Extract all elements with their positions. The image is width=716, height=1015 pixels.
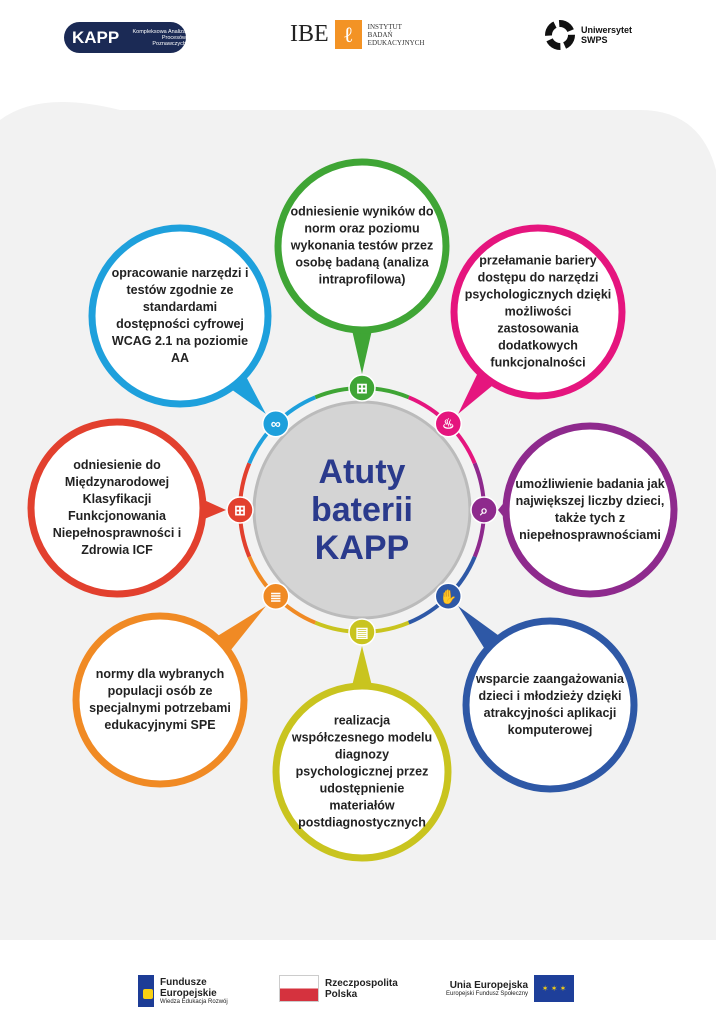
bubble-text: odniesienie wyników do norm oraz poziomu… — [290, 204, 434, 287]
bubble — [72, 612, 248, 788]
bubble — [272, 682, 452, 862]
bubble — [502, 422, 678, 598]
magnifier-icon — [470, 496, 498, 524]
bubble-pointer — [202, 499, 226, 520]
glasses-icon — [261, 409, 290, 438]
notepad-icon — [348, 618, 376, 646]
glasses-icon-glyph: ∞ — [271, 416, 281, 432]
magnifier-icon-glyph: ⌕ — [479, 502, 488, 518]
hands-icon — [434, 582, 463, 611]
notepad-icon-glyph: ▤ — [355, 624, 368, 640]
bubble-text: normy dla wybranych populacji osób ze sp… — [89, 667, 231, 732]
kapp-logo: KAPP Kompleksowa Analiza Procesów Poznaw… — [64, 22, 186, 53]
polish-flag-icon — [279, 975, 319, 1002]
bubble-text: wsparcie zaangażowania dzieci i młodzież… — [476, 672, 624, 737]
bubble-text: umożliwienie badania jak największej lic… — [515, 477, 665, 542]
hierarchy-icon — [226, 496, 254, 524]
brain-graphic — [254, 402, 470, 618]
bubble-text: przełamanie bariery dostępu do narzędzi … — [464, 253, 612, 370]
document-icon-glyph: ≣ — [270, 588, 282, 604]
diagram-title: Atuty baterii KAPP — [310, 453, 414, 567]
hierarchy-icon — [348, 374, 376, 402]
ibe-mark-icon: ℓ — [334, 20, 362, 49]
bubble-pointer — [216, 606, 266, 652]
hands-icon-glyph: ✋ — [440, 588, 457, 604]
bubble — [450, 224, 626, 400]
hierarchy-icon-glyph: ⊞ — [356, 380, 368, 396]
bubble-pointer — [458, 371, 495, 414]
bubble — [88, 224, 272, 408]
bubble-text: opracowanie narzędzi i testów zgodnie ze… — [111, 266, 249, 365]
heater-icon — [434, 409, 463, 438]
bubble-text: odniesienie do Międzynarodowej Klasyfika… — [52, 458, 182, 557]
document-icon — [261, 582, 290, 611]
heater-icon-glyph: ♨ — [442, 416, 455, 432]
bubble-pointer — [458, 606, 501, 651]
ibe-logo: IBE ℓ INSTYTUT BADAŃ EDUKACYJNYCH — [290, 20, 425, 49]
bubble — [27, 418, 207, 598]
eu-flag-icon: ✶ ✶ ✶ — [534, 975, 575, 1002]
swps-ring-icon — [545, 20, 575, 50]
bubble-pointer — [352, 646, 372, 686]
bubble — [462, 617, 638, 793]
bubble-text: realizacja współczesnego modelu diagnozy… — [291, 713, 433, 830]
bubble — [274, 158, 450, 334]
swps-logo: Uniwersytet SWPS — [545, 20, 632, 50]
fe-star-icon — [138, 975, 154, 1007]
hierarchy-icon-glyph: ⊞ — [234, 502, 246, 518]
bubble-pointer — [352, 330, 372, 374]
